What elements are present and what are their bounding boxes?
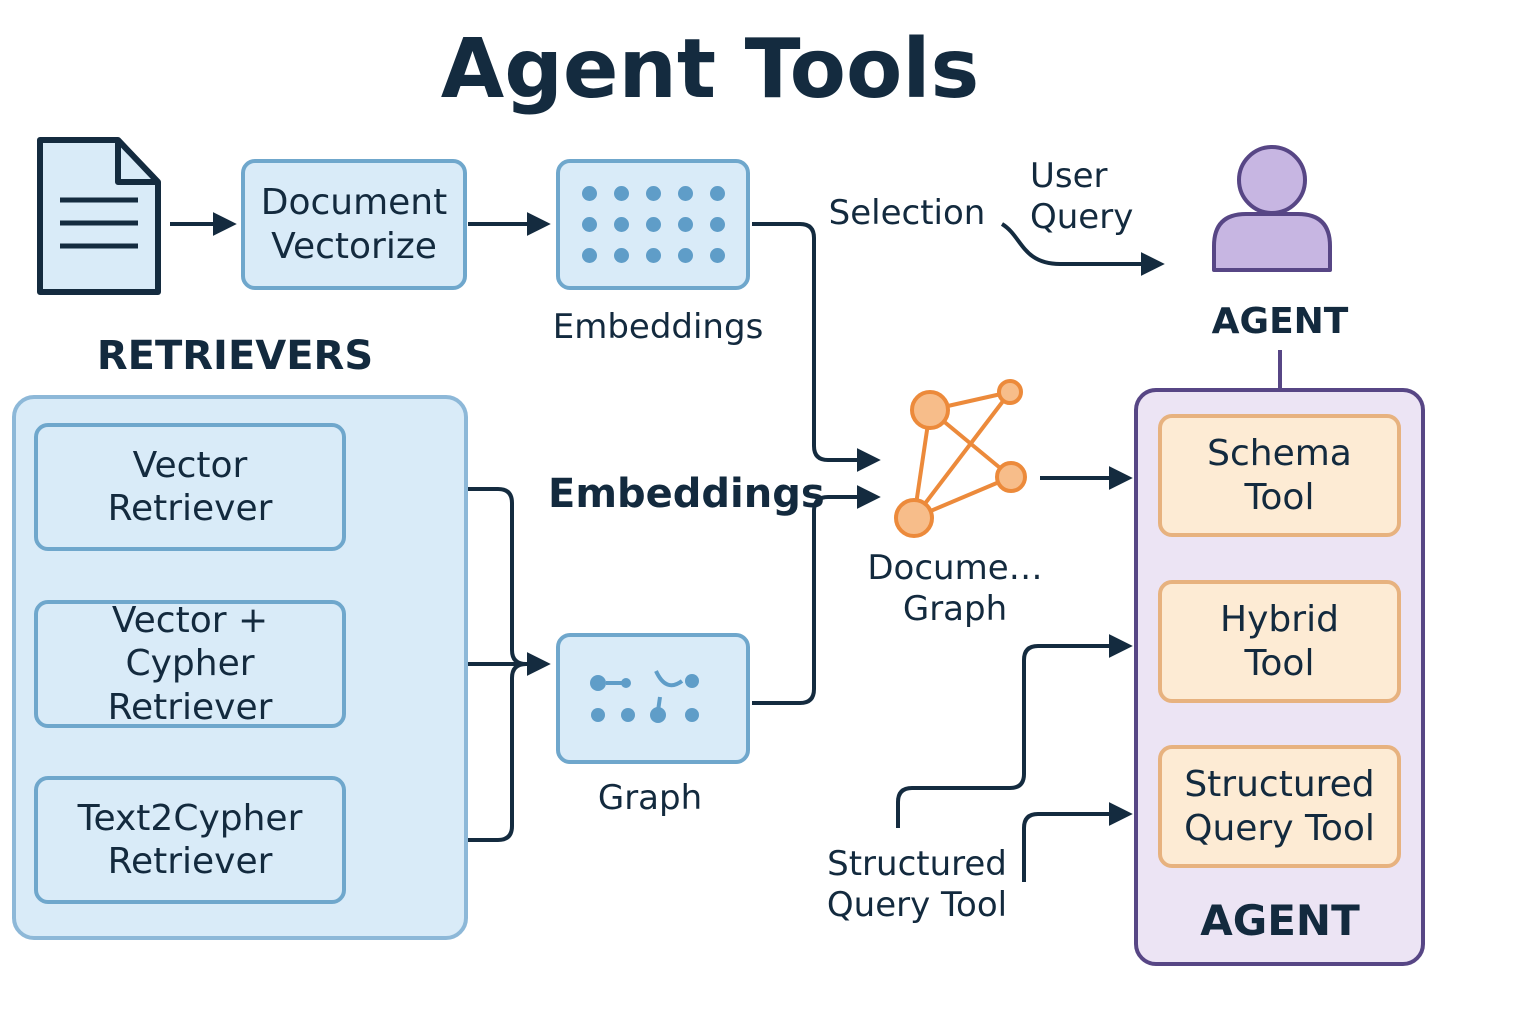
structured-query-tool-box[interactable]: Structured Query Tool [1158,745,1401,868]
schema-tool-box[interactable]: Schema Tool [1158,414,1401,537]
embeddings-box[interactable] [556,159,750,290]
vector-cypher-retriever-box[interactable]: Vector + Cypher Retriever [34,600,346,728]
arrow-structured-to-hybrid [896,634,1133,828]
embeddings-grid-icon [581,186,725,263]
network-graph-icon [894,379,1027,538]
user-query-label: User Query [1030,156,1134,237]
arrow-text2cypher-to-graph [348,662,527,842]
arrow-embeddings-to-docgraph [752,222,881,472]
text2cypher-retriever-box[interactable]: Text2Cypher Retriever [34,776,346,904]
vector-retriever-box[interactable]: Vector Retriever [34,423,346,551]
graph-nodes-icon [590,669,699,723]
embeddings-top-label: Embeddings [552,307,764,347]
retrievers-heading: RETRIEVERS [96,333,374,379]
structured-query-tool-label: Structured Query Tool [826,844,1008,925]
page-title: Agent Tools [440,22,980,117]
document-icon [37,137,161,295]
person-icon [1212,145,1332,272]
embeddings-mid-label: Embeddings [548,471,825,517]
graph-label: Graph [597,778,703,818]
hybrid-tool-box[interactable]: Hybrid Tool [1158,580,1401,703]
selection-label: Selection [828,193,986,233]
graph-box[interactable] [556,633,750,764]
document-graph-label: Docume… Graph [867,548,1043,629]
agent-panel-footer: AGENT [1200,896,1360,945]
arrow-user-query [1000,222,1165,276]
agent-top-label: AGENT [1211,301,1349,342]
arrow-structured-to-structured-tool [1022,802,1133,882]
arrow-graph-to-docgraph [752,485,881,705]
document-vectorize-box[interactable]: Document Vectorize [241,159,467,290]
